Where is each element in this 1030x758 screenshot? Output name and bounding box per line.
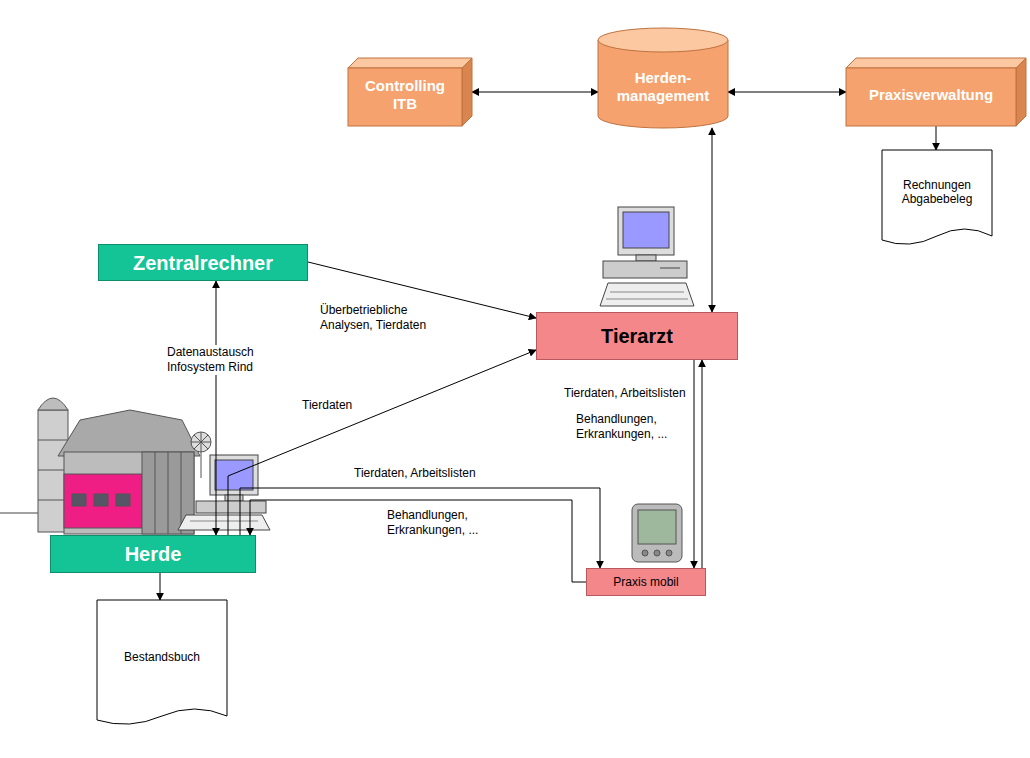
connector-arrow — [250, 500, 586, 582]
box-outline — [537, 313, 738, 360]
document-outline — [882, 150, 992, 244]
node-label: Rechnungen Abgabebeleg — [892, 178, 982, 207]
edge-label: Behandlungen, Erkrankungen, ... — [574, 412, 688, 442]
edge-label: Tierdaten, Arbeitslisten — [562, 386, 688, 401]
system-box: Herde — [50, 535, 256, 573]
pda-illustration — [632, 504, 682, 562]
actor-box: Praxis mobil — [586, 568, 706, 596]
node-label: Controlling ITB — [359, 77, 451, 113]
node-label: Herde — [125, 542, 182, 566]
node-label: Herden- management — [608, 69, 718, 105]
farm-illustration — [0, 398, 270, 534]
orange-box: Controlling ITB — [348, 58, 472, 126]
cylinder-body — [598, 40, 728, 128]
cylinder-top — [598, 28, 728, 52]
edge-label: Überbetriebliche Analysen, Tierdaten — [318, 303, 442, 333]
connector-arrow — [728, 92, 846, 93]
connector-arrow — [936, 126, 937, 150]
node-label: Tierarzt — [601, 324, 673, 348]
document-shape: Rechnungen Abgabebeleg — [882, 150, 992, 248]
connector-arrow — [702, 360, 703, 568]
edge-label: Behandlungen, Erkrankungen, ... — [385, 508, 499, 538]
box-outline — [51, 536, 256, 573]
node-label: Bestandsbuch — [124, 650, 200, 664]
box-outline — [99, 245, 308, 281]
node-label: Zentralrechner — [133, 251, 273, 275]
connector-arrow — [694, 360, 695, 568]
box-top-face — [348, 58, 472, 68]
edge-label: Tierdaten, Arbeitslisten — [352, 466, 478, 481]
connector-arrow — [712, 128, 713, 312]
edge-label: Tierdaten — [300, 398, 354, 413]
box-front-face — [846, 68, 1016, 126]
connector-arrow — [160, 573, 161, 600]
box-side-face — [1016, 58, 1026, 126]
orange-box: Praxisverwaltung — [846, 58, 1026, 126]
vet-computer-illustration — [600, 207, 694, 306]
system-box: Zentralrechner — [98, 244, 308, 281]
edge-label: Datenaustausch Infosystem Rind — [165, 345, 273, 375]
box-top-face — [846, 58, 1026, 68]
connector-arrow — [216, 281, 217, 535]
document-shape-outline — [97, 600, 227, 728]
node-label: Praxis mobil — [613, 575, 678, 589]
node-label: Praxisverwaltung — [869, 86, 993, 104]
box-side-face — [462, 58, 472, 126]
document-shape: Bestandsbuch — [97, 600, 227, 728]
connector-arrow — [472, 92, 598, 93]
actor-box: Tierarzt — [536, 312, 738, 360]
box-outline — [587, 569, 706, 596]
database-cylinder: Herden- management — [598, 28, 728, 128]
document-outline — [97, 600, 227, 724]
box-front-face — [348, 68, 462, 126]
